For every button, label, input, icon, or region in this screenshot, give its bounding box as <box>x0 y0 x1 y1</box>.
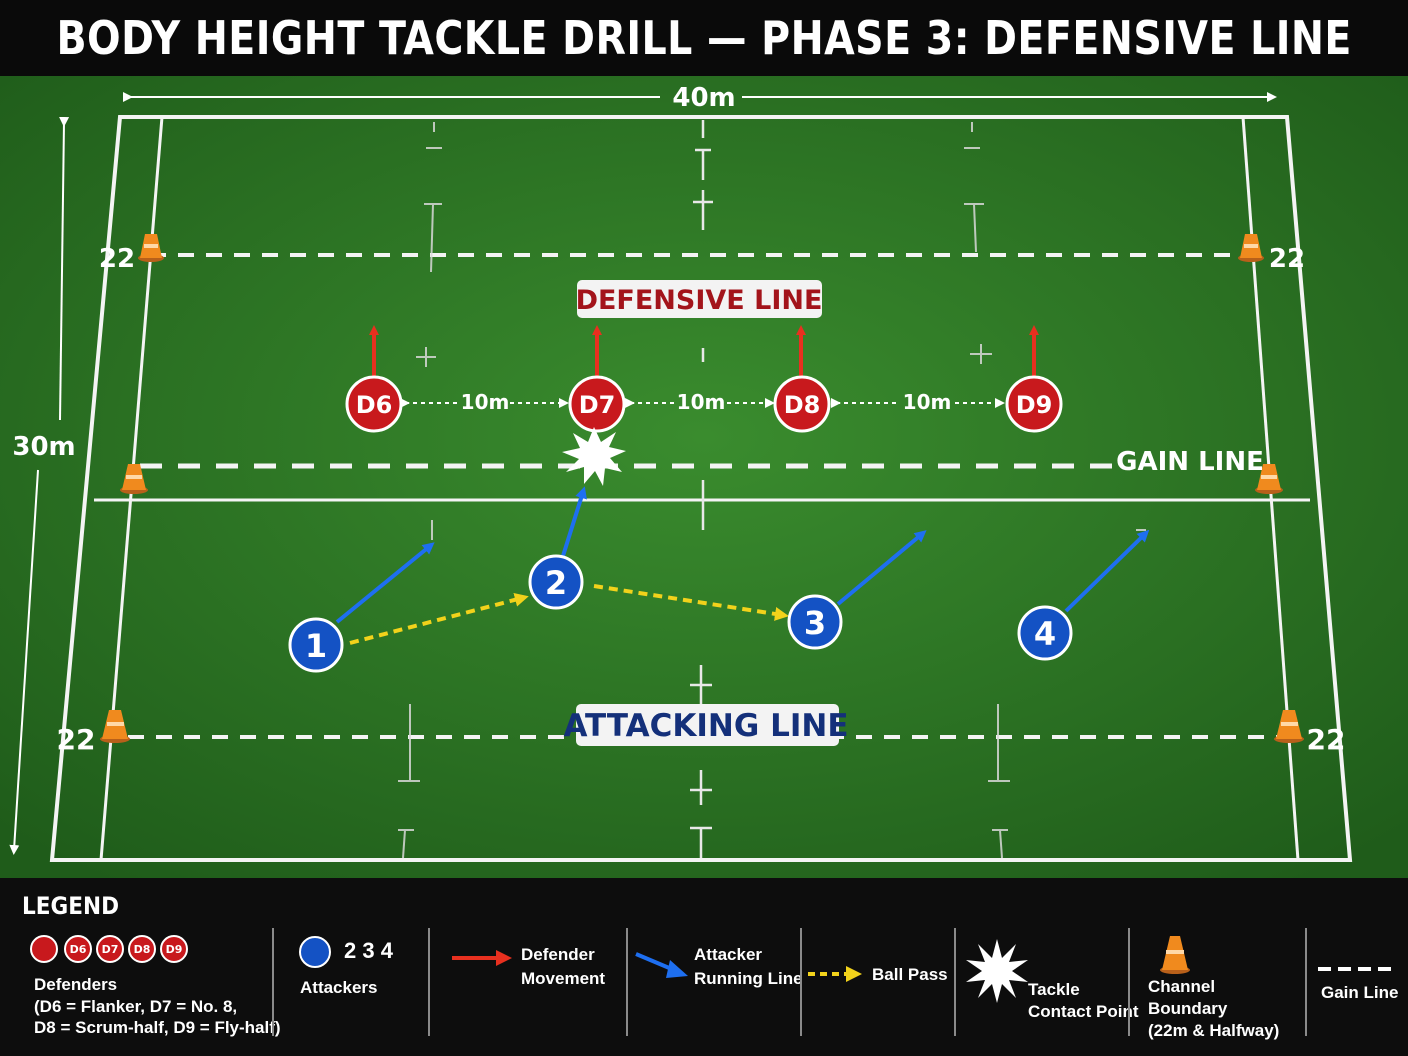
attacker-label: 3 <box>804 604 826 642</box>
legend-tackle: Contact Point <box>1028 1002 1139 1021</box>
legend-divider <box>626 928 628 1036</box>
attacker-run-4 <box>1064 529 1150 613</box>
legend-divider <box>272 928 274 1036</box>
side-markings <box>398 122 1146 859</box>
defensive-line-label: DEFENSIVE LINE <box>576 285 823 316</box>
legend-ball-pass: Ball Pass <box>872 965 948 984</box>
attacker-run-1 <box>335 542 435 624</box>
title-bar: BODY HEIGHT TACKLE DRILL — PHASE 3: DEFE… <box>0 0 1408 76</box>
defender-chip: D6 <box>64 935 92 963</box>
defender-label: D7 <box>579 391 616 419</box>
defender-chip: D7 <box>96 935 124 963</box>
spacing-label: 10m <box>461 390 510 414</box>
legend-defender-movement: Movement <box>521 969 606 988</box>
spacing-label: 10m <box>677 390 726 414</box>
legend-tackle: Tackle <box>1028 980 1080 999</box>
height-label: 30m <box>12 432 75 462</box>
height-arrow-bottom <box>9 469 39 855</box>
attacker-4: 4 <box>1017 605 1073 661</box>
defender-label: D6 <box>356 391 393 419</box>
defensive-line-label-box <box>577 280 822 318</box>
legend-divider <box>800 928 802 1036</box>
legend-attacker-numbers: 2 3 4 <box>344 938 393 963</box>
attacker-3: 3 <box>787 594 843 650</box>
legend-title: LEGEND <box>22 892 120 920</box>
attacker-label: 4 <box>1034 615 1056 653</box>
label-22-top-right: 22 <box>1269 244 1305 274</box>
cone-icon <box>1160 936 1190 974</box>
label-22-bottom-left: 22 <box>57 723 96 756</box>
legend-panel: LEGEND D6 D7 D8 D9 Defenders (D6 = Flank… <box>0 878 1408 1056</box>
height-arrow-top <box>59 116 70 421</box>
legend-divider <box>1128 928 1130 1036</box>
defender-label: D8 <box>784 391 821 419</box>
legend-defenders-detail: (D6 = Flanker, D7 = No. 8, <box>34 997 238 1016</box>
blue-arrow-icon <box>635 952 688 978</box>
attacker-run-3 <box>836 530 927 606</box>
cone-icon <box>120 464 148 494</box>
label-22-top-left: 22 <box>99 244 135 274</box>
legend-defenders-label: Defenders <box>34 975 118 994</box>
attacker-1: 1 <box>288 617 344 673</box>
legend-divider <box>428 928 430 1036</box>
yellow-dashed-arrow-icon <box>808 966 862 982</box>
attacking-line-label-box <box>576 704 839 746</box>
width-label: 40m <box>672 83 735 113</box>
legend-divider <box>1305 928 1307 1036</box>
cone-icon <box>1255 464 1283 494</box>
attacker-legend-dot <box>299 936 331 968</box>
dashed-line-icon <box>1318 967 1398 971</box>
legend-channel: Boundary <box>1148 999 1228 1018</box>
legend-defenders-detail: D8 = Scrum-half, D9 = Fly-half) <box>34 1018 281 1037</box>
defender-chip: D9 <box>160 935 188 963</box>
legend-gain-line: Gain Line <box>1321 983 1399 1002</box>
legend-attacker-running: Running Line <box>694 969 803 988</box>
red-arrow-icon <box>452 950 512 966</box>
page-title: BODY HEIGHT TACKLE DRILL — PHASE 3: DEFE… <box>56 11 1352 65</box>
tackle-burst-icon <box>966 939 1028 1003</box>
defender-label: D9 <box>1016 391 1053 419</box>
gain-line-label: GAIN LINE <box>1116 447 1264 477</box>
attacker-label: 1 <box>305 627 327 665</box>
defender-legend-dot <box>30 935 58 963</box>
legend-attackers-label: Attackers <box>300 978 378 997</box>
legend-channel: Channel <box>1148 977 1216 996</box>
cone-icon <box>138 234 164 262</box>
cone-icon <box>100 710 130 743</box>
touchline-boundary <box>49 115 1353 862</box>
legend-attacker-running: Attacker <box>694 945 763 964</box>
pitch-diagram: 40m 30m 22 22 22 22 DEFENSIVE LINE <box>0 76 1408 878</box>
defender-chip: D8 <box>128 935 156 963</box>
defender-d8: D8 <box>773 375 831 433</box>
ball-pass-2-3 <box>593 584 789 621</box>
defender-d7: D7 <box>568 375 626 433</box>
defender-d9: D9 <box>1005 375 1063 433</box>
defender-d6: D6 <box>345 375 403 433</box>
attacker-label: 2 <box>545 564 567 602</box>
attacker-2: 2 <box>528 554 584 610</box>
pitch-svg: 40m 30m 22 22 22 22 DEFENSIVE LINE <box>0 76 1408 878</box>
attacking-line-label: ATTACKING LINE <box>563 708 848 744</box>
legend-defender-movement: Defender <box>521 945 595 964</box>
cone-icon <box>1274 710 1304 743</box>
cone-icon <box>1238 234 1264 262</box>
label-22-bottom-right: 22 <box>1307 723 1346 756</box>
legend-channel: (22m & Halfway) <box>1148 1021 1280 1040</box>
tackle-burst-icon <box>562 427 626 486</box>
attacker-run-2 <box>561 486 587 557</box>
legend-divider <box>954 928 956 1036</box>
spacing-label: 10m <box>903 390 952 414</box>
